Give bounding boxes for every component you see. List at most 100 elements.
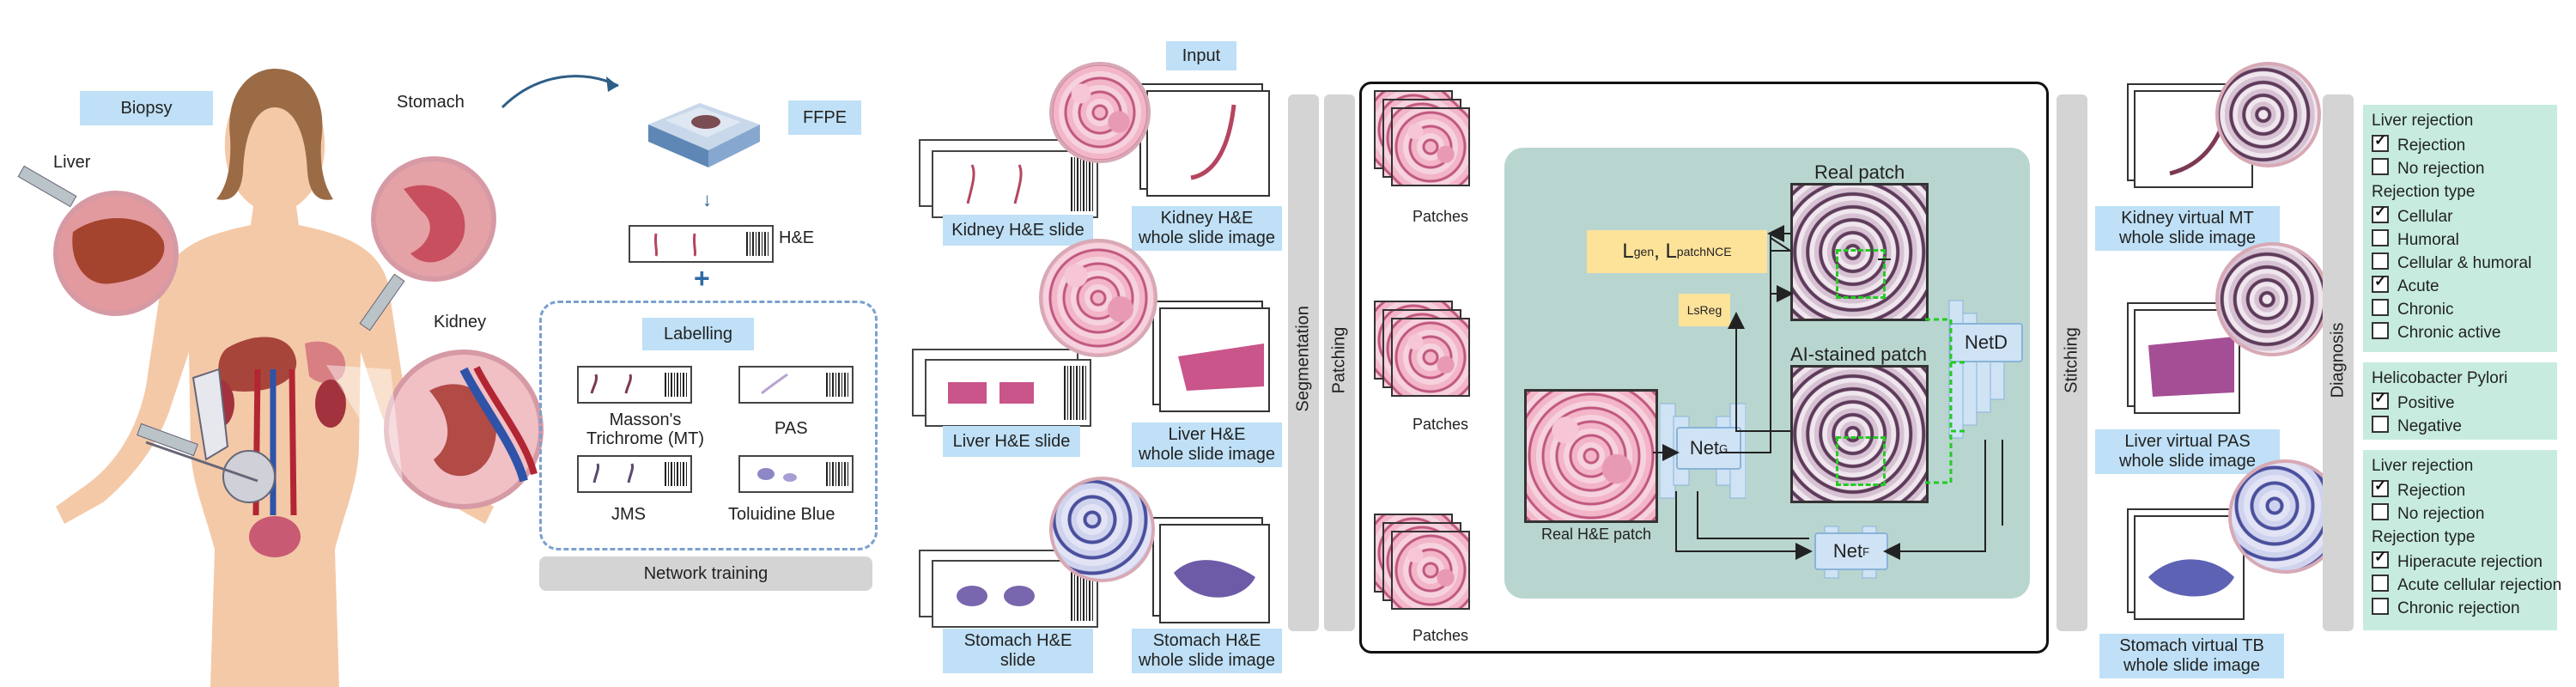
ffpe-label: FFPE bbox=[788, 100, 861, 135]
diag2-item-positive[interactable]: Positive bbox=[2372, 390, 2455, 413]
checkbox-checked-icon[interactable] bbox=[2372, 132, 2389, 152]
he-slide-icon bbox=[629, 225, 774, 263]
kidney-zoom-circle bbox=[1049, 62, 1151, 163]
diag3-type-hiperacute[interactable]: Hiperacute rejection bbox=[2372, 549, 2543, 572]
diag3-type-acute-cellular-label: Acute cellular rejection bbox=[2397, 576, 2562, 594]
checkbox-icon[interactable] bbox=[2372, 299, 2389, 316]
network-training-bar: Network training bbox=[539, 556, 872, 591]
checkbox-checked-icon[interactable] bbox=[2372, 549, 2389, 568]
checkbox-checked-icon[interactable] bbox=[2372, 204, 2389, 223]
stomach-slide-label: Stomach H&E slide bbox=[943, 629, 1093, 673]
kidney-wsi bbox=[1146, 90, 1270, 197]
liver-zoom-circle bbox=[1039, 239, 1157, 357]
diag3-subtitle: Rejection type bbox=[2372, 528, 2476, 546]
real-he-patch-image bbox=[1524, 389, 1658, 523]
pas-stain-label: PAS bbox=[775, 419, 808, 438]
kidney-wsi-label: Kidney H&E whole slide image bbox=[1132, 206, 1282, 251]
checkbox-icon[interactable] bbox=[2372, 158, 2389, 175]
biopsy-label: Biopsy bbox=[80, 91, 213, 125]
netd-label: NetD bbox=[1964, 331, 2008, 353]
diag3-type-hiperacute-label: Hiperacute rejection bbox=[2397, 553, 2543, 571]
checkbox-icon[interactable] bbox=[2372, 322, 2389, 339]
checkbox-icon[interactable] bbox=[2372, 575, 2389, 592]
stomach-wsi-label: Stomach H&E whole slide image bbox=[1132, 629, 1282, 673]
stomach-wsi bbox=[1159, 524, 1270, 623]
diag1-item-no-rejection[interactable]: No rejection bbox=[2372, 158, 2484, 179]
liver-slide-label: Liver H&E slide bbox=[943, 426, 1080, 457]
netg-label: Net bbox=[1689, 437, 1720, 459]
patches-label-2: Patches bbox=[1413, 416, 1469, 433]
diag3-item-no-rejection-label: No rejection bbox=[2397, 505, 2485, 523]
diag2-title: Helicobacter Pylori bbox=[2372, 369, 2508, 387]
netd-box: NetD bbox=[1949, 323, 2023, 362]
loss-separator: , L bbox=[1654, 240, 1677, 263]
diag1-type-cellular-humoral-label: Cellular & humoral bbox=[2397, 254, 2532, 272]
liver-slide-icon bbox=[925, 359, 1091, 427]
ffpe-block-icon bbox=[648, 103, 760, 167]
diagnosis-box-hpylori bbox=[2363, 362, 2557, 440]
ai-patch-label: AI-stained patch bbox=[1790, 344, 1927, 365]
pas-slide-icon bbox=[738, 366, 854, 404]
diagnosis-box-liver-2 bbox=[2363, 450, 2557, 630]
liver-pas-zoom-circle bbox=[2215, 242, 2330, 356]
mt-slide-icon bbox=[577, 366, 692, 404]
diagnosis-label: Diagnosis bbox=[2328, 322, 2348, 398]
checkbox-icon[interactable] bbox=[2372, 503, 2389, 520]
liver-wsi-label: Liver H&E whole slide image bbox=[1132, 423, 1282, 467]
diag3-type-chronic-label: Chronic rejection bbox=[2397, 599, 2520, 617]
stomach-label: Stomach bbox=[397, 93, 465, 112]
diag3-item-no-rejection[interactable]: No rejection bbox=[2372, 503, 2484, 524]
stomach-tb-label: Stomach virtual TB whole slide image bbox=[2099, 634, 2284, 678]
patching-bar bbox=[1324, 94, 1355, 631]
diag1-type-chronic-label: Chronic bbox=[2397, 301, 2454, 319]
checkbox-icon[interactable] bbox=[2372, 252, 2389, 270]
labelling-label: Labelling bbox=[642, 318, 754, 350]
diag1-item-rejection[interactable]: Rejection bbox=[2372, 132, 2465, 155]
diag2-item-positive-label: Positive bbox=[2397, 394, 2455, 412]
stomach-tb-wsi bbox=[2134, 515, 2245, 620]
diag1-type-acute-label: Acute bbox=[2397, 277, 2439, 295]
input-label: Input bbox=[1166, 41, 1236, 70]
checkbox-icon[interactable] bbox=[2372, 229, 2389, 246]
diag1-type-cellular[interactable]: Cellular bbox=[2372, 204, 2452, 227]
workflow-arrow bbox=[501, 75, 619, 109]
diag1-type-cellular-humoral[interactable]: Cellular & humoral bbox=[2372, 252, 2531, 273]
diag3-type-acute-cellular[interactable]: Acute cellular rejection bbox=[2372, 575, 2561, 595]
labelling-box bbox=[539, 301, 878, 550]
checkbox-icon[interactable] bbox=[2372, 416, 2389, 433]
liver-wsi bbox=[1159, 307, 1270, 412]
network-training-label: Network training bbox=[643, 563, 769, 583]
tb-stain-label: Toluidine Blue bbox=[728, 505, 835, 524]
liver-label: Liver bbox=[53, 153, 91, 172]
checkbox-checked-icon[interactable] bbox=[2372, 273, 2389, 293]
diag1-type-humoral[interactable]: Humoral bbox=[2372, 229, 2459, 250]
ai-patch-image bbox=[1790, 365, 1929, 503]
plus-icon: + bbox=[694, 263, 710, 294]
diag1-type-acute[interactable]: Acute bbox=[2372, 273, 2439, 296]
diag3-item-rejection[interactable]: Rejection bbox=[2372, 477, 2465, 501]
real-patch-label: Real patch bbox=[1814, 161, 1905, 183]
tb-slide-icon bbox=[738, 455, 854, 493]
ai-patch-highlight bbox=[1836, 436, 1886, 486]
segmentation-bar bbox=[1288, 94, 1319, 631]
network-connections bbox=[1653, 225, 2003, 560]
diag1-type-humoral-label: Humoral bbox=[2397, 231, 2459, 249]
diag3-type-chronic[interactable]: Chronic rejection bbox=[2372, 598, 2520, 618]
diag1-type-chronic-active[interactable]: Chronic active bbox=[2372, 322, 2500, 343]
diag2-item-negative-label: Negative bbox=[2397, 417, 2462, 435]
jms-stain-label: JMS bbox=[611, 505, 646, 524]
kidney-slide-icon bbox=[932, 150, 1098, 218]
patches-label-1: Patches bbox=[1413, 208, 1469, 225]
diag1-type-chronic[interactable]: Chronic bbox=[2372, 299, 2453, 319]
checkbox-checked-icon[interactable] bbox=[2372, 390, 2389, 410]
network-panel bbox=[1359, 82, 2049, 654]
kidney-mt-label: Kidney virtual MT whole slide image bbox=[2095, 206, 2280, 251]
diag3-title: Liver rejection bbox=[2372, 457, 2474, 475]
lsreg-label: LsReg bbox=[1686, 303, 1722, 317]
stomach-zoom-circle bbox=[1049, 477, 1155, 582]
diag2-item-negative[interactable]: Negative bbox=[2372, 416, 2462, 436]
checkbox-icon[interactable] bbox=[2372, 598, 2389, 615]
jms-slide-icon bbox=[577, 455, 692, 493]
checkbox-checked-icon[interactable] bbox=[2372, 477, 2389, 497]
